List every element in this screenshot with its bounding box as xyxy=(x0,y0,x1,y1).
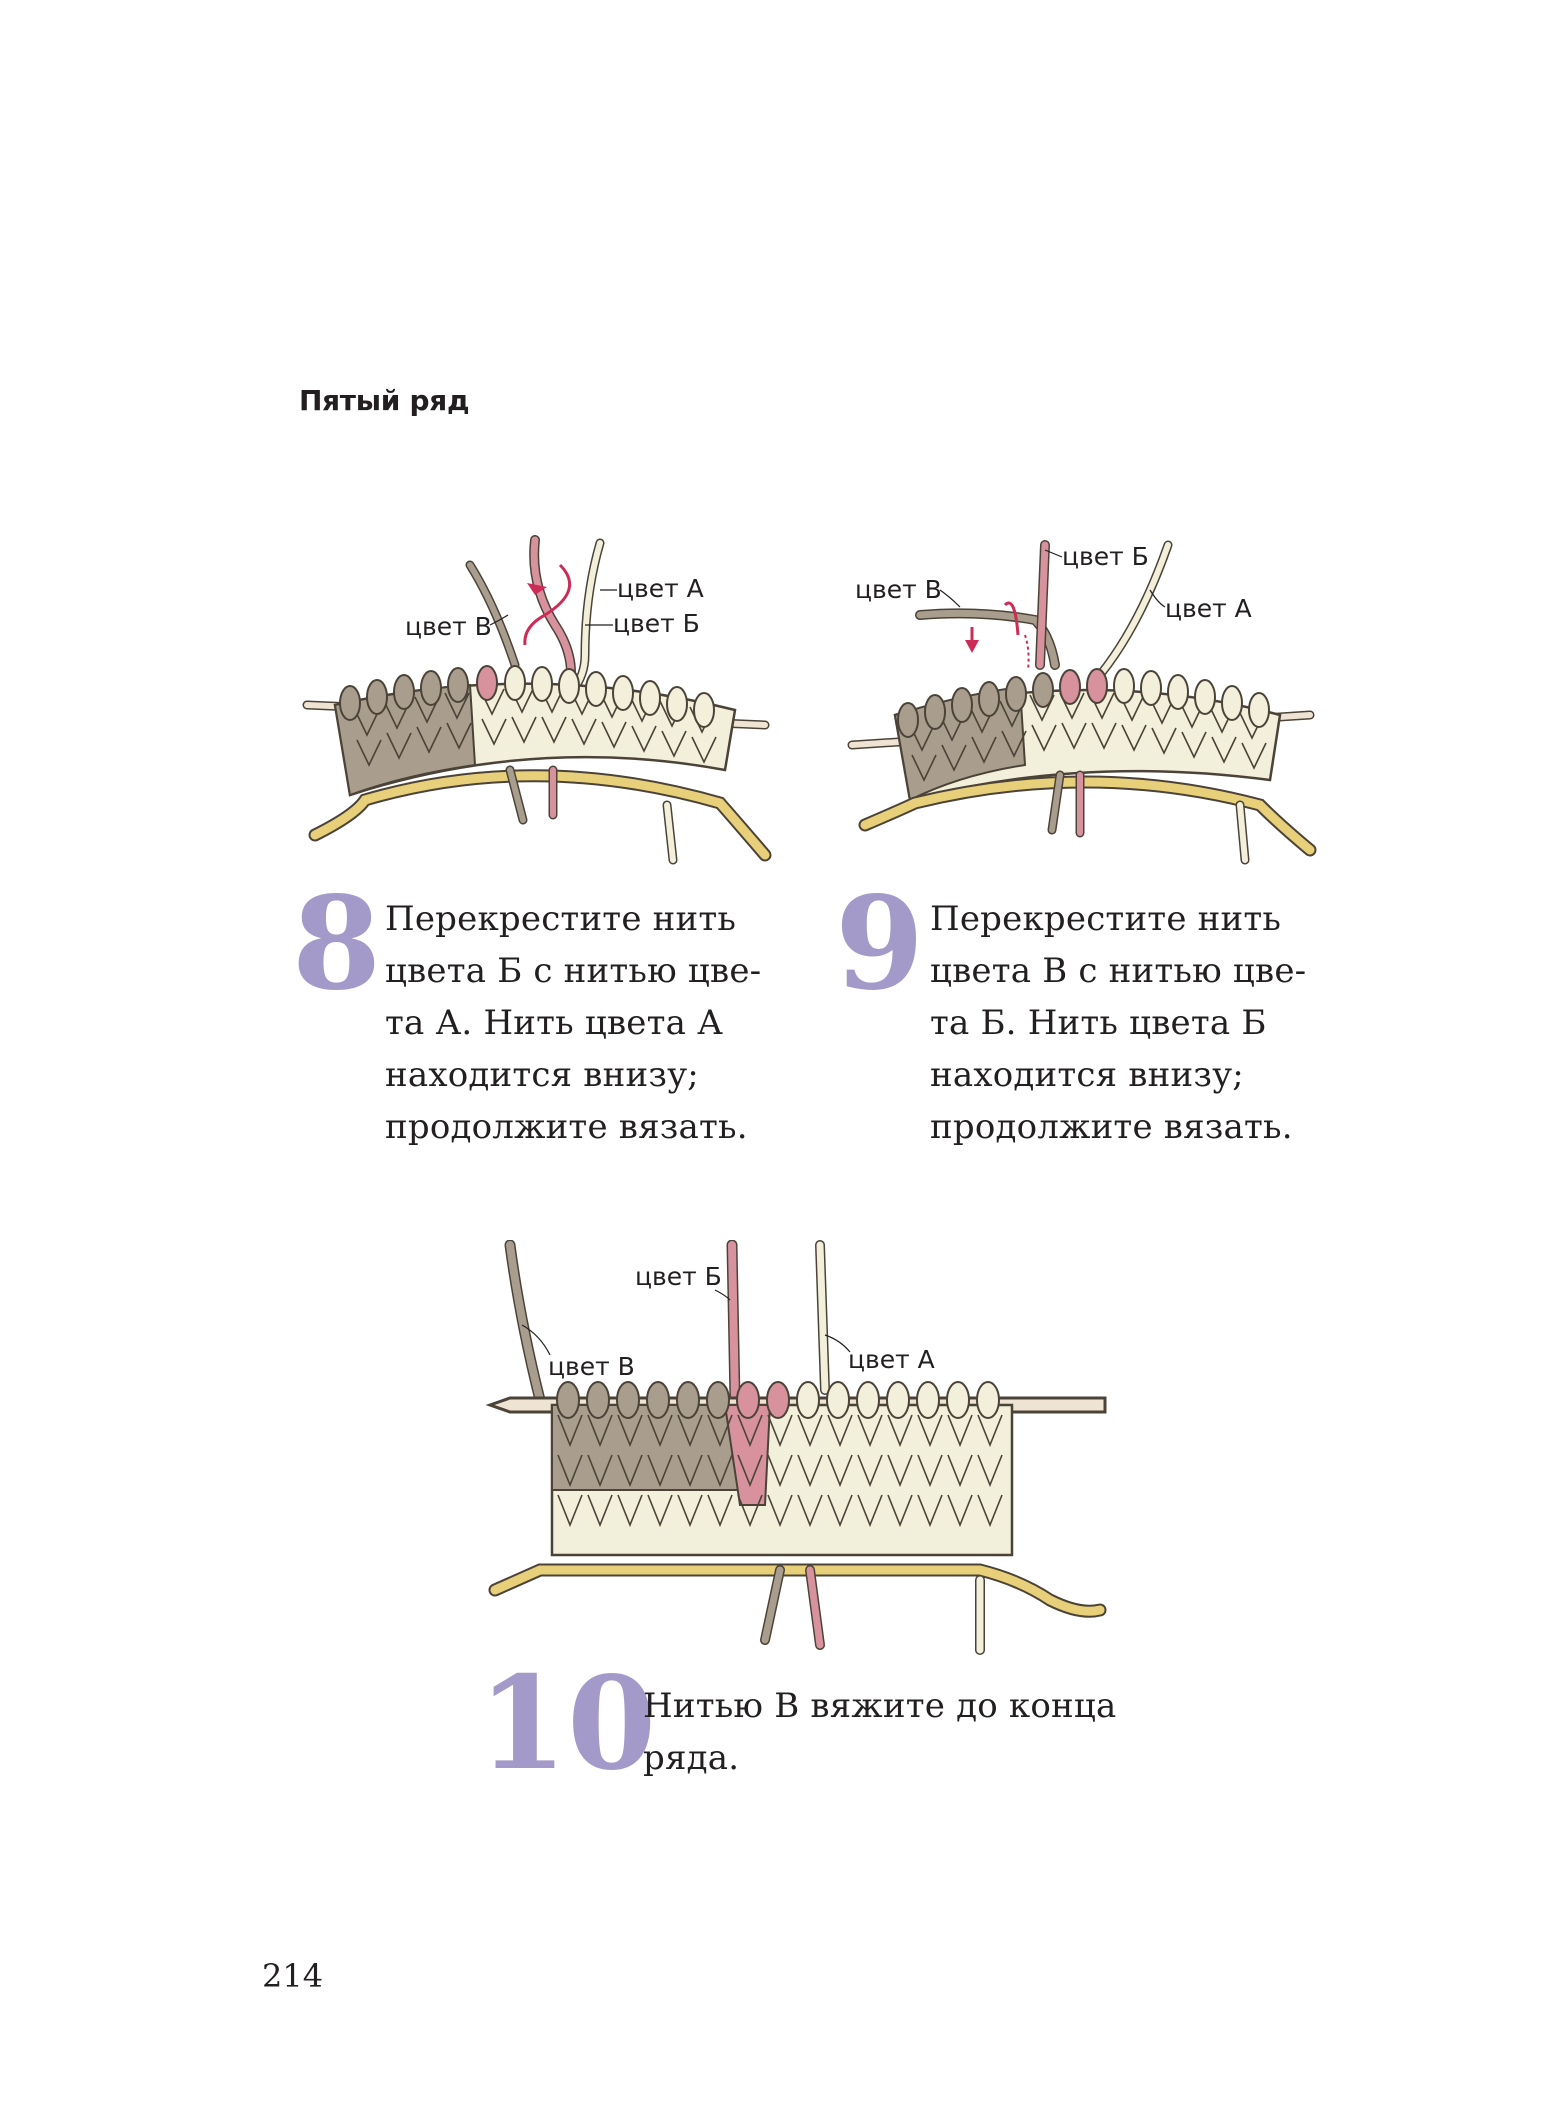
label-color-c: цвет В xyxy=(548,1352,635,1381)
step-text-10: Нитью В вяжите до конца ряда. xyxy=(643,1686,1117,1778)
knitting-diagram-9: цвет Б цвет А цвет В xyxy=(847,540,1317,865)
page-number: 214 xyxy=(262,1957,324,1995)
illustration-step-9: цвет Б цвет А цвет В xyxy=(840,535,1320,880)
step-number-10: 10 xyxy=(478,1649,657,1799)
knitting-diagram-10: цвет Б цвет В цвет А xyxy=(485,1240,1107,1655)
step-number-9: 9 xyxy=(835,869,925,1019)
step-number-8: 8 xyxy=(292,869,382,1019)
label-color-c: цвет В xyxy=(855,575,942,604)
label-color-a: цвет А xyxy=(617,574,704,603)
label-color-b: цвет Б xyxy=(613,609,700,638)
step-text-9: Перекрестите нить цвета В с нитью цве- т… xyxy=(930,899,1307,1147)
label-color-a: цвет А xyxy=(1165,594,1252,623)
label-color-c: цвет В xyxy=(405,612,492,641)
section-title: Пятый ряд xyxy=(299,384,470,417)
illustration-step-8: цвет А цвет Б цвет В xyxy=(295,535,775,880)
label-color-a: цвет А xyxy=(848,1345,935,1374)
knitting-diagram-8: цвет А цвет Б цвет В xyxy=(302,535,772,865)
label-color-b: цвет Б xyxy=(635,1262,722,1291)
illustration-step-10: цвет Б цвет В цвет А xyxy=(480,1240,1120,1660)
label-color-b: цвет Б xyxy=(1062,542,1149,571)
step-text-8: Перекрестите нить цвета Б с нитью цве- т… xyxy=(385,899,762,1147)
